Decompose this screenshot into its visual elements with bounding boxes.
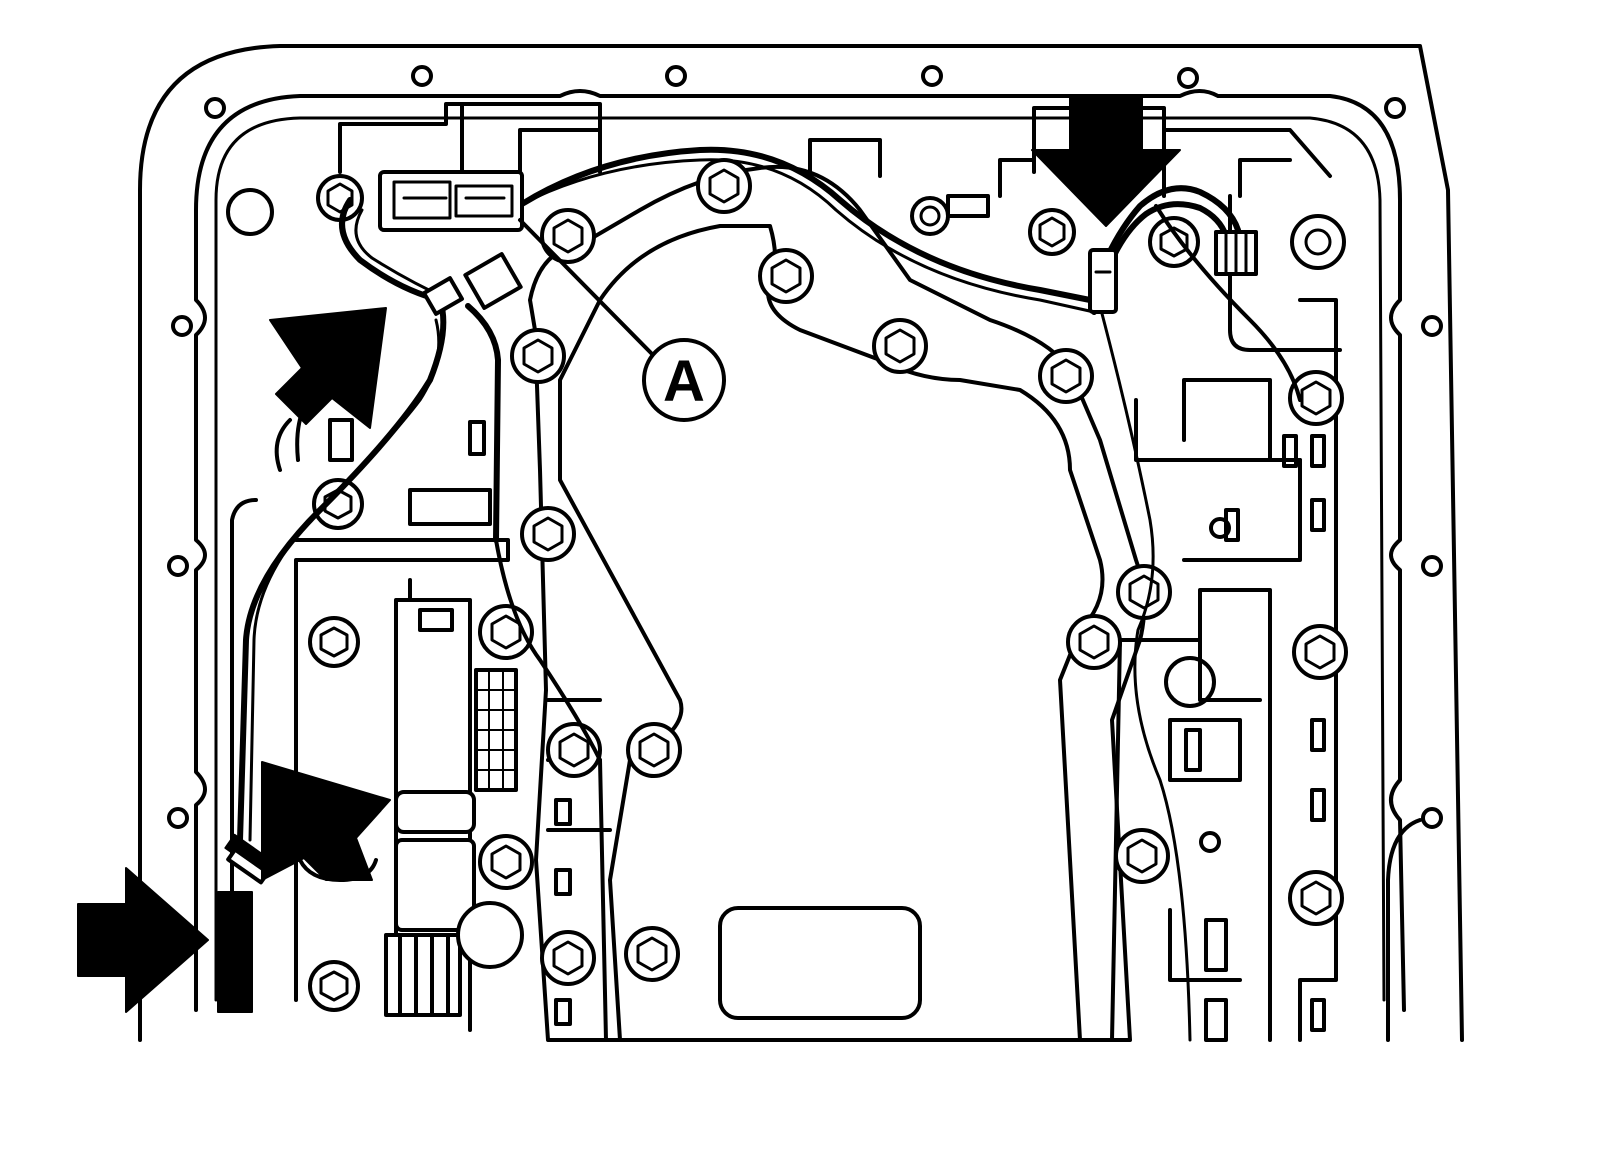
bolt-hole <box>167 807 189 829</box>
bolt <box>1290 214 1346 270</box>
cast-slot <box>328 418 354 462</box>
bolt <box>1038 348 1094 404</box>
cast-slot <box>1184 728 1202 772</box>
bolt <box>226 188 274 236</box>
bolt <box>316 174 364 222</box>
cast-slot <box>1310 998 1326 1032</box>
cast-slot <box>468 420 486 456</box>
cast-slot <box>1310 498 1326 532</box>
cast-slot <box>1204 918 1228 972</box>
bolt <box>308 616 360 668</box>
cast-boss <box>1164 656 1216 708</box>
bolt-hole <box>921 65 943 87</box>
cast-slot <box>1310 788 1326 822</box>
bolt <box>510 328 566 384</box>
bolt <box>758 248 814 304</box>
bolt <box>312 478 364 530</box>
bolt <box>1114 828 1170 884</box>
bolt-hole <box>1421 555 1443 577</box>
cast-slot <box>946 194 990 218</box>
solenoid-body <box>394 790 476 834</box>
arrow-lower-left <box>261 761 391 881</box>
left-sensor-plug <box>422 252 523 316</box>
cast-block <box>408 488 492 526</box>
bolt-hole <box>1384 97 1406 119</box>
bolt <box>872 318 928 374</box>
cast-slot <box>418 608 454 632</box>
bolt-hole <box>1177 67 1199 89</box>
bolt-hole <box>411 65 433 87</box>
cast-hole <box>1199 831 1221 853</box>
bolt <box>624 926 680 982</box>
bolt <box>1288 870 1344 926</box>
cast-hole <box>1209 517 1231 539</box>
bolt-hole <box>665 65 687 87</box>
wiring-harness <box>237 146 1302 1042</box>
cast-slot <box>1310 718 1326 752</box>
bolt <box>1066 614 1122 670</box>
solenoid-body <box>394 838 476 932</box>
lower-left-clip <box>224 833 272 885</box>
bolt <box>308 960 360 1012</box>
cast-slot <box>1282 434 1298 468</box>
lower-left-plug <box>217 891 253 1013</box>
bolt <box>1288 370 1344 426</box>
cast-slot <box>554 998 572 1026</box>
bolt <box>910 196 950 236</box>
arrow-upper-left <box>269 307 387 429</box>
callout-leader-line <box>518 218 656 358</box>
top-left-connector <box>378 170 524 232</box>
solenoid-plug <box>456 901 524 969</box>
bolt <box>540 930 596 986</box>
bolt <box>520 506 576 562</box>
callout-label: A <box>663 349 705 414</box>
top-right-connector <box>1214 230 1258 276</box>
bolt <box>696 158 752 214</box>
bolt <box>1148 216 1200 268</box>
bolt <box>540 208 596 264</box>
bolt <box>1028 208 1076 256</box>
cast-slot <box>1310 434 1326 468</box>
cover-plate-inner <box>558 224 1105 1042</box>
bolt-hole <box>171 315 193 337</box>
flange-bolt-holes <box>167 65 1443 829</box>
cast-slot <box>1224 508 1240 542</box>
bolt-hole <box>1421 315 1443 337</box>
bolt-hole <box>1421 807 1443 829</box>
top-right-clip <box>1088 248 1118 314</box>
cast-slot <box>554 868 572 896</box>
bolt <box>478 834 534 890</box>
arrow-bottom-left <box>77 867 209 1013</box>
callout-arrows <box>77 95 1181 1013</box>
bolt-hole <box>204 97 226 119</box>
arrow-top-right <box>1031 95 1181 227</box>
pan-flange <box>138 44 1464 1042</box>
bolt <box>546 722 602 778</box>
callout-circle <box>642 338 726 422</box>
bolt-hole <box>167 555 189 577</box>
bolt <box>626 722 682 778</box>
cast-slot <box>554 798 572 826</box>
cover-plate-window <box>718 906 922 1020</box>
cast-slot <box>1204 998 1228 1042</box>
harness-connectors <box>217 170 1258 1013</box>
bolt <box>1292 624 1348 680</box>
callout-a: A <box>518 218 726 422</box>
